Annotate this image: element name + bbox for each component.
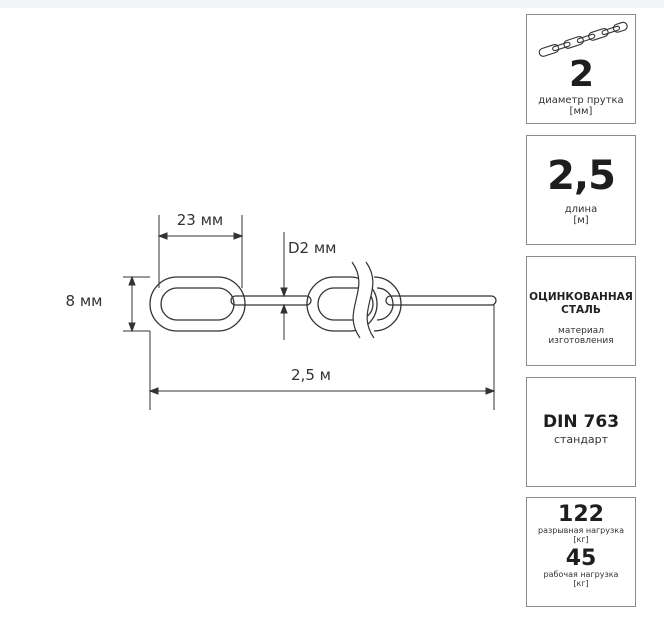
chain-diagram: 23 мм 8 мм D2 мм 2,5 м [66,211,497,410]
working-load-value: 45 [565,546,597,571]
material-name-line1: ОЦИНКОВАННАЯ [529,291,633,303]
chain-length-unit: [м] [573,215,589,226]
chain-link-inner [160,287,235,321]
chain-length-value: 2,5 [547,153,616,199]
chain-link-outer [306,276,378,332]
wire-diameter-unit: [мм] [569,106,593,117]
standard-value: DIN 763 [542,412,620,432]
chain-link-inner [317,287,374,321]
dimension-label-link-length: 23 мм [177,211,224,229]
chain-link-side [230,295,312,306]
break-mark [351,261,375,339]
working-load-label: рабочая нагрузка [543,570,619,579]
chain-link-outer [149,276,246,332]
chain-link-side [385,295,497,306]
material-name-line2: СТАЛЬ [561,304,601,316]
material-label-line2: изготовления [548,336,614,346]
top-strip [0,0,664,8]
standard-label: стандарт [553,433,609,446]
breaking-load-label: разрывная нагрузка [538,526,624,535]
chain-icon [538,21,628,57]
working-load-unit: [кг] [573,579,589,588]
card-material: ОЦИНКОВАННАЯ СТАЛЬ материал изготовления [526,256,636,366]
breaking-load-value: 122 [558,502,604,527]
card-standard: DIN 763 стандарт [526,377,636,487]
dimension-label-chain-length: 2,5 м [291,366,331,384]
material-label-line1: материал [558,326,604,336]
dimension-label-wire-diameter: D2 мм [288,239,337,257]
card-chain-length: 2,5 длина [м] [526,135,636,245]
dimension-label-link-width: 8 мм [66,292,103,310]
wire-diameter-value: 2 [568,54,594,95]
card-loads: 122 разрывная нагрузка [кг] 45 рабочая н… [526,497,636,607]
chain-length-label: длина [564,204,598,215]
breaking-load-unit: [кг] [573,535,589,544]
wire-diameter-label: диаметр прутка [538,95,624,106]
card-wire-diameter: 2 диаметр прутка [мм] [526,14,636,124]
